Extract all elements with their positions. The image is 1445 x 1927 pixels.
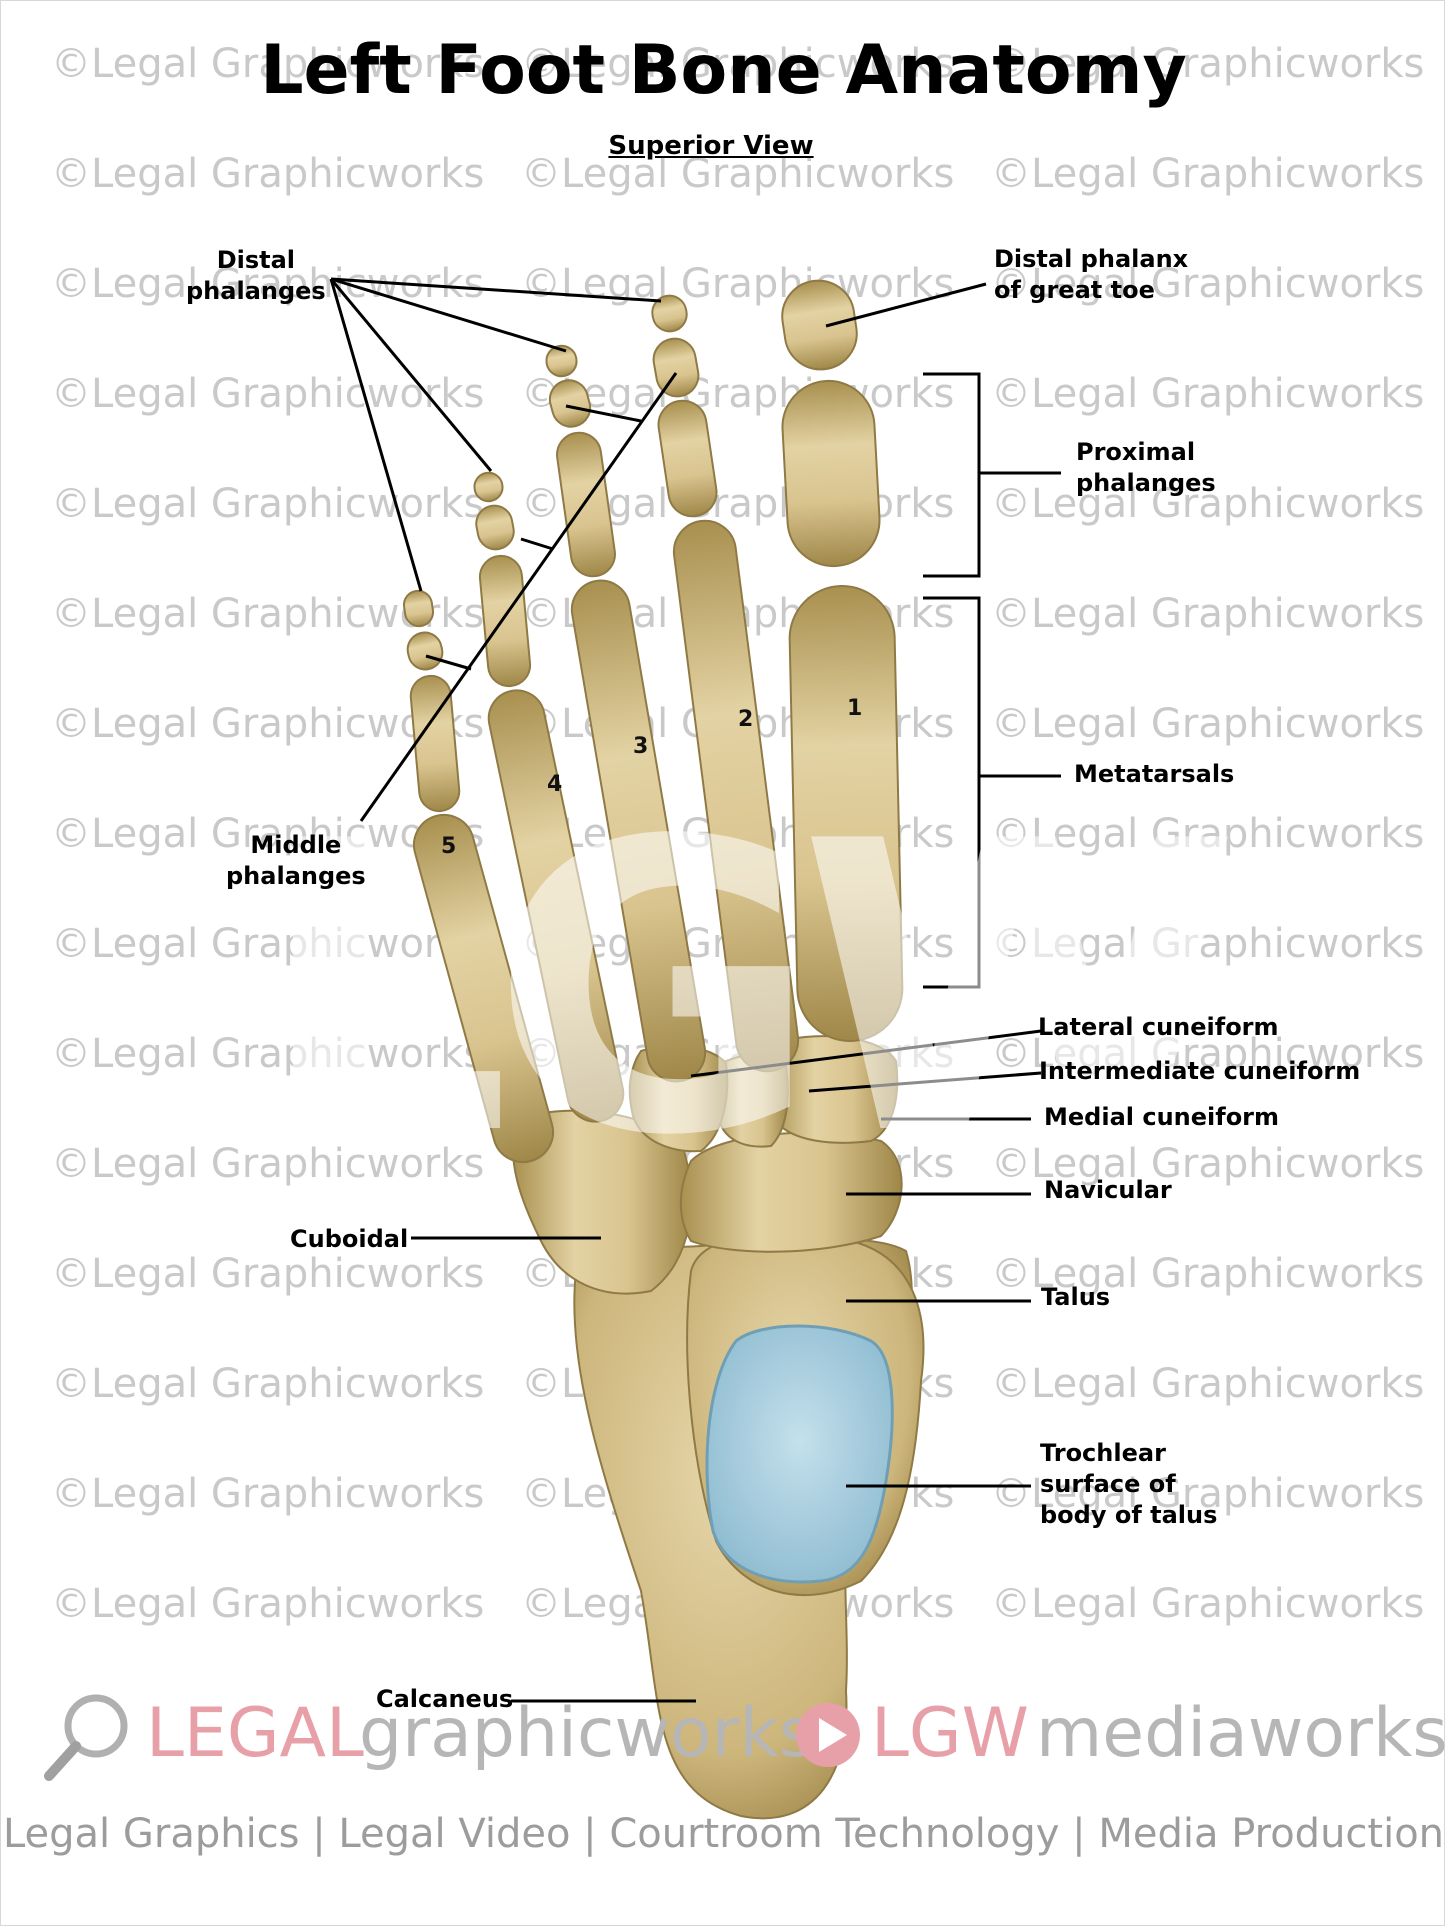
metatarsal-number-2: 2	[738, 707, 754, 732]
page-title: Left Foot Bone Anatomy	[260, 31, 1187, 110]
watermark-text: ©Legal Graphicworks	[521, 371, 955, 417]
metatarsal-number-5: 5	[441, 834, 457, 859]
cuboid-bone	[511, 1109, 692, 1295]
proximal-phalanx-4	[478, 554, 532, 688]
distal-phalanx-4	[473, 471, 504, 503]
watermark-text: ©Legal Graphicworks	[51, 1361, 485, 1407]
watermark-text: ©Legal Graphicworks	[51, 41, 485, 87]
bracket-metatarsals	[923, 596, 981, 989]
distal-phalanx-3	[545, 344, 578, 378]
metatarsal-1	[788, 584, 904, 1043]
metatarsal-group	[412, 519, 904, 1164]
brand-lgw: LGW	[871, 1694, 1029, 1773]
play-icon	[796, 1703, 860, 1767]
watermark-text: ©Legal Graphicworks	[991, 41, 1425, 87]
leader-middle-4	[520, 537, 554, 551]
leader-middle-main	[359, 372, 678, 822]
label-talus: Talus	[1041, 1283, 1111, 1311]
watermark-text: ©Legal Graphicworks	[991, 1031, 1425, 1077]
distal-phalanx-1	[781, 279, 858, 371]
lgw-watermark: LGW	[256, 758, 1240, 1223]
watermark-text: ©Legal Graphicworks	[991, 701, 1425, 747]
watermark-text: ©Legal Graphicworks	[991, 811, 1425, 857]
page-subtitle: Superior View	[608, 131, 814, 161]
phalanx-group	[402, 279, 881, 813]
watermark-text: ©Legal Graphicworks	[51, 1141, 485, 1187]
watermark-text: ©Legal Graphicworks	[991, 591, 1425, 637]
watermark-text: ©Legal Graphicworks	[51, 921, 485, 967]
proximal-phalanx-3	[556, 431, 616, 578]
middle-phalanx-2	[652, 337, 700, 398]
label-calcaneus: Calcaneus	[376, 1685, 514, 1713]
watermark-text: ©Legal Graphicworks	[991, 1141, 1425, 1187]
watermark-text: ©Legal Graphicworks	[51, 1251, 485, 1297]
label-navicular: Navicular	[1044, 1176, 1172, 1204]
magnifier-icon	[44, 1694, 128, 1781]
label-metatarsals: Metatarsals	[1074, 760, 1235, 788]
watermark-text: ©Legal Graphicworks	[991, 1581, 1425, 1627]
metatarsal-number-3: 3	[633, 734, 649, 759]
trochlear-surface	[705, 1324, 894, 1584]
watermark-text: ©Legal Graphicworks	[991, 1471, 1425, 1517]
distal-phalanx-2	[651, 294, 688, 333]
watermark-text: ©Legal Graphicworks	[51, 1031, 485, 1077]
metatarsal-2	[672, 519, 800, 1073]
watermark-text: ©Legal Graphicworks	[991, 371, 1425, 417]
brand-legal: LEGAL	[146, 1694, 364, 1773]
label-medial-cuneiform: Medial cuneiform	[1044, 1103, 1280, 1131]
proximal-phalanx-1	[781, 379, 881, 568]
label-lateral-cuneiform: Lateral cuneiform	[1038, 1013, 1279, 1041]
watermark-text: ©Legal Graphicworks	[51, 481, 485, 527]
watermark-text: ©Legal Graphicworks	[521, 41, 955, 87]
leader-distal-great	[825, 282, 987, 328]
metatarsal-number-1: 1	[847, 696, 863, 721]
brand-mediaworks: mediaworks	[1036, 1694, 1445, 1773]
label-cuboidal: Cuboidal	[290, 1225, 409, 1253]
brand-tagline: Legal Graphics | Legal Video | Courtroom…	[2, 1811, 1445, 1857]
watermark-text: ©Legal Graphicworks	[991, 481, 1425, 527]
leader-distal-3	[330, 277, 567, 353]
watermark-text: ©Legal Graphicworks	[51, 151, 485, 197]
leader-intermediate-cuneiform	[808, 1071, 1042, 1093]
watermark-text: ©Legal Graphicworks	[521, 261, 955, 307]
brand-graphicworks: graphicworks	[359, 1694, 815, 1773]
bracket-proximal	[923, 372, 981, 578]
metatarsal-3	[570, 579, 707, 1083]
leader-distal-5	[329, 278, 423, 592]
watermark-text: ©Legal Graphicworks	[991, 921, 1425, 967]
leader-middle-5	[425, 654, 472, 671]
watermark-text: ©Legal Graphicworks	[51, 1471, 485, 1517]
watermark-text: ©Legal Graphicworks	[991, 1361, 1425, 1407]
watermark-text: ©Legal Graphicworks	[991, 1251, 1425, 1297]
watermark-text: ©Legal Graphicworks	[51, 811, 485, 857]
proximal-phalanx-2	[657, 399, 718, 518]
watermark-text: ©Legal Graphicworks	[991, 151, 1425, 197]
middle-phalanx-4	[475, 504, 515, 551]
leader-lateral-cuneiform	[690, 1029, 1042, 1078]
watermark-text: ©Legal Graphicworks	[51, 1581, 485, 1627]
metatarsal-4	[487, 689, 625, 1123]
leader-distal-2	[330, 277, 662, 303]
distal-phalanx-5	[402, 589, 435, 628]
watermark-text: ©Legal Graphicworks	[991, 261, 1425, 307]
leader-distal-4	[329, 278, 493, 472]
watermark-text: ©Legal Graphicworks	[521, 151, 955, 197]
middle-phalanx-5	[406, 631, 444, 671]
metatarsal-number-4: 4	[547, 772, 563, 797]
label-intermediate-cuneiform: Intermediate cuneiform	[1039, 1057, 1361, 1085]
middle-phalanx-3	[548, 379, 592, 428]
metatarsal-5	[412, 813, 555, 1164]
leader-middle-3	[565, 404, 642, 423]
leader-lines	[329, 277, 1061, 1703]
